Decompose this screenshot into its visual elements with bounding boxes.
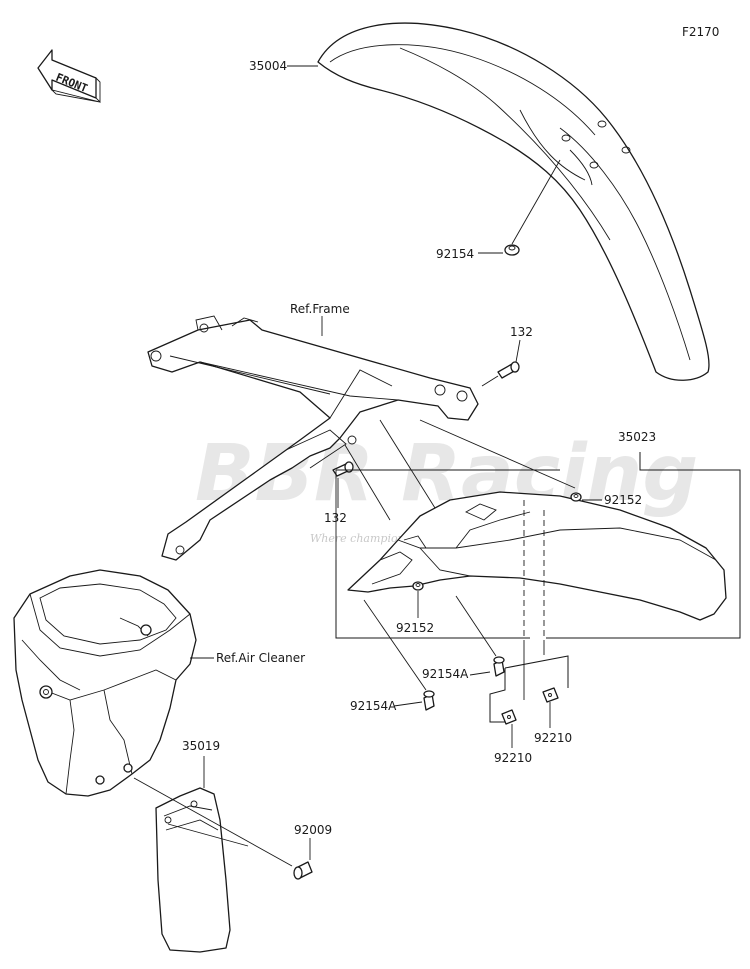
label-ref-air-cleaner: Ref.Air Cleaner: [216, 651, 305, 665]
nut-92152-upper-icon[interactable]: [570, 492, 582, 502]
label-92152-lower: 92152: [396, 621, 434, 635]
front-fender[interactable]: [317, 22, 710, 381]
diagram-code: F2170: [682, 25, 719, 39]
label-92009: 92009: [294, 823, 332, 837]
front-arrow-icon: FRONT: [37, 49, 101, 104]
bolt-92154A-left-icon[interactable]: [423, 690, 435, 711]
nut-92152-lower-icon[interactable]: [412, 581, 424, 591]
bolt-92154A-right-icon[interactable]: [493, 656, 505, 677]
bolt-132-upper-icon[interactable]: [497, 361, 520, 379]
label-35023: 35023: [618, 430, 656, 444]
label-92210-left: 92210: [494, 751, 532, 765]
label-35019: 35019: [182, 739, 220, 753]
label-ref-frame: Ref.Frame: [290, 302, 350, 316]
rear-fender[interactable]: [347, 491, 727, 621]
label-132-lower: 132: [324, 511, 347, 525]
label-92152-upper: 92152: [604, 493, 642, 507]
nut-92154-icon[interactable]: [504, 244, 520, 256]
clip-92210-right-icon[interactable]: [542, 687, 559, 703]
label-92210-right: 92210: [534, 731, 572, 745]
screw-92009-icon[interactable]: [293, 861, 313, 880]
label-35004: 35004: [249, 59, 287, 73]
rear-frame: [147, 315, 479, 561]
label-92154A-left: 92154A: [350, 699, 397, 713]
clip-92210-left-icon[interactable]: [501, 709, 517, 725]
air-cleaner-box: [13, 569, 197, 797]
label-92154: 92154: [436, 247, 474, 261]
label-92154A-right: 92154A: [422, 667, 469, 681]
label-132-upper: 132: [510, 325, 533, 339]
mud-guard[interactable]: [155, 787, 231, 953]
